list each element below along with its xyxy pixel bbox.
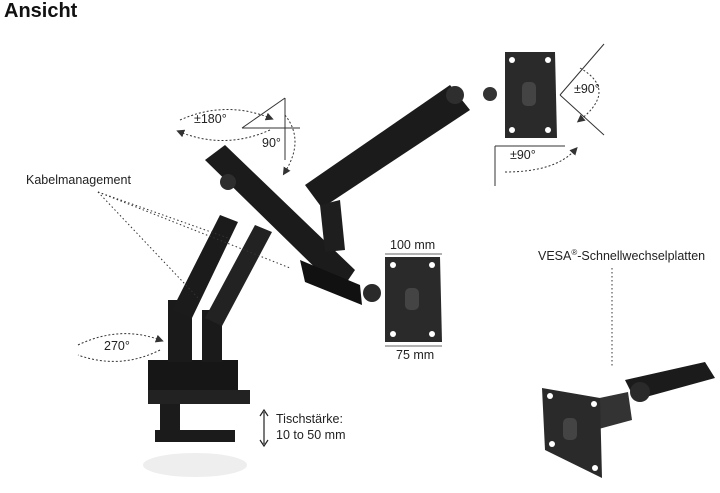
rotate-180-label: ±180°	[194, 112, 227, 126]
rotate-270-label: 270°	[104, 339, 130, 353]
tilt-90-callout	[241, 97, 300, 176]
vesa-plate-lower	[385, 257, 442, 342]
desk-clamp	[148, 360, 250, 442]
vesa-plates-mark: ®	[571, 248, 578, 257]
page-title: Ansicht	[4, 0, 78, 22]
desk-thickness-line2: 10 to 50 mm	[276, 428, 346, 442]
vesa-plates-prefix: VESA	[538, 249, 572, 264]
vesa-plates-suffix: -Schnellwechselplatten	[577, 249, 706, 264]
desk-thickness-line1: Tischstärke:	[276, 412, 343, 426]
tilt-90-label: 90°	[262, 136, 281, 150]
swivel-90-bottom-callout	[494, 145, 578, 186]
vesa-75-label: 75 mm	[396, 348, 435, 362]
rotate-180-callout	[176, 109, 274, 141]
floor-reflection	[143, 453, 247, 477]
rotate-270-callout	[77, 333, 164, 362]
swivel-90-bottom-label: ±90°	[510, 148, 536, 162]
swivel-90-right-label: ±90°	[574, 82, 600, 96]
arm-upper-monitor	[305, 85, 497, 252]
lower-arm	[172, 215, 272, 326]
cable-management-label: Kabelmanagement	[26, 173, 131, 187]
arm-lower-monitor	[205, 145, 381, 305]
vesa-plates-label: VESA®-Schnellwechselplatten	[538, 248, 705, 263]
cable-management-pointers	[97, 191, 291, 301]
desk-thickness-arrow	[259, 408, 269, 448]
swivel-90-right-callout	[559, 43, 605, 136]
vesa-100-label: 100 mm	[390, 238, 436, 252]
vesa-plate-top	[505, 52, 557, 138]
quick-release-detail	[542, 362, 715, 478]
